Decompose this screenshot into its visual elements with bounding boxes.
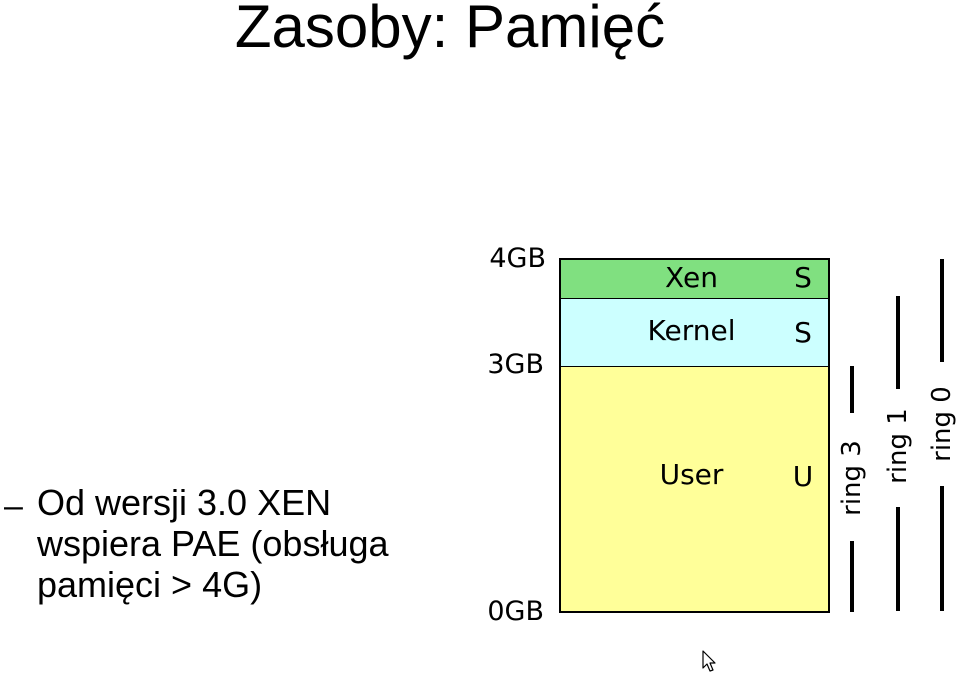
- ring-line: [896, 507, 900, 611]
- address-label-4gb: 4GB: [489, 243, 546, 274]
- region-name: User: [659, 458, 724, 491]
- bullet-line: Od wersji 3.0 XEN: [37, 482, 332, 523]
- ring-1-indicator: ring 1: [881, 0, 915, 675]
- ring-label: ring 0: [927, 386, 957, 462]
- slide-title: Zasoby: Pamięć: [234, 0, 666, 60]
- privilege-level: S: [794, 316, 812, 349]
- bullet-text: Od wersji 3.0 XEN wspiera PAE (obsługa p…: [37, 482, 457, 605]
- bullet-line: wspiera PAE (obsługa: [37, 523, 389, 564]
- mouse-pointer-icon: [702, 650, 716, 672]
- address-label-0gb: 0GB: [487, 596, 544, 627]
- address-label-3gb: 3GB: [487, 349, 544, 380]
- ring-3-indicator: ring 3: [835, 0, 869, 675]
- bullet-marker: –: [4, 487, 23, 525]
- ring-line: [896, 296, 900, 389]
- ring-label: ring 3: [837, 440, 867, 516]
- region-name: Xen: [665, 261, 718, 294]
- bullet-line: pamięci > 4G): [37, 564, 263, 605]
- privilege-level: U: [792, 460, 814, 493]
- region-name: Kernel: [647, 314, 736, 347]
- region-kernel: Kernel S: [559, 299, 830, 367]
- ring-line: [850, 541, 854, 612]
- region-user: User U: [559, 367, 830, 613]
- ring-0-indicator: ring 0: [925, 0, 959, 675]
- ring-line: [940, 259, 944, 362]
- ring-label: ring 1: [883, 408, 913, 484]
- ring-line: [940, 486, 944, 611]
- region-xen: Xen S: [559, 258, 830, 299]
- privilege-level: S: [794, 261, 812, 294]
- ring-line: [850, 366, 854, 413]
